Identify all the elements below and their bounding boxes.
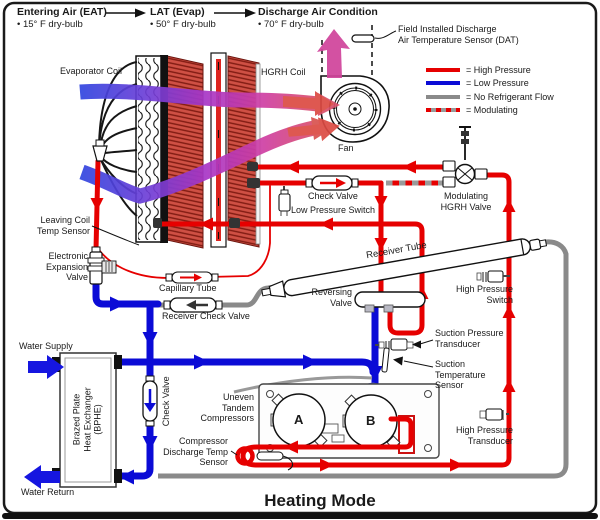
hgrh-coil-label: HGRH Coil (261, 67, 306, 77)
header-discharge-air-value: • 70° F dry-bulb (258, 19, 324, 30)
modulating-hgrh-valve-label: Modulating HGRH Valve (440, 191, 492, 212)
coil-fittings (153, 162, 260, 228)
modulating-hgrh-valve-graphic (442, 126, 488, 188)
compressor-b-letter: B (366, 413, 376, 428)
water-return-arrow (24, 465, 60, 489)
dat-sensor-graphic (351, 30, 397, 43)
header-entering-air: Entering Air (EAT) (17, 6, 107, 18)
receiver-check-valve-label: Receiver Check Valve (162, 311, 250, 321)
suction-temperature-sensor-label: Suction Temperature Sensor (435, 359, 486, 390)
low-pressure-arrows (110, 296, 383, 485)
airflow-bands (79, 29, 350, 204)
reversing-valve-label: Reversing Valve (311, 287, 352, 308)
check-valve-vertical-graphic (142, 375, 158, 427)
dat-label: Field Installed Discharge Air Temperatur… (398, 24, 519, 45)
header-lat-value: • 50° F dry-bulb (150, 19, 216, 30)
reversing-valve-graphic (354, 291, 426, 313)
header-discharge-air: Discharge Air Condition (258, 6, 378, 18)
leader-lines (91, 225, 434, 456)
water-supply-arrow (28, 355, 64, 379)
legend-low-pressure: = Low Pressure (426, 77, 554, 91)
high-pressure-transducer-graphic (479, 408, 509, 421)
discharge-air-arrow (317, 29, 350, 78)
capillary-tube-graphic (165, 271, 219, 284)
legend-swatch-high-pressure (426, 67, 460, 72)
receiver-tube-graphic (261, 238, 548, 298)
high-pressure-transducer-label: High Pressure Transducer (455, 425, 513, 446)
legend: = High Pressure = Low Pressure = No Refr… (426, 63, 554, 117)
bphe-label: Brazed Plate Heat Exchanger (BPHE) (71, 387, 103, 452)
distributor-funnel (92, 139, 108, 162)
low-pressure-switch-label: Low Pressure Switch (291, 205, 376, 215)
suction-pressure-transducer-graphic (375, 338, 414, 351)
compressor-discharge-temp-sensor-label: Compressor Discharge Temp Sensor (163, 436, 228, 467)
high-pressure-switch-label: High Pressure Switch (455, 284, 513, 305)
evaporator-coil-label: Evaporator Coil (60, 66, 123, 76)
suction-temp-pointer (393, 356, 403, 366)
check-valve-top-graphic (305, 175, 359, 191)
suction-temperature-sensor-graphic (381, 347, 390, 373)
low-pressure-switch-graphic (278, 186, 291, 216)
legend-modulating: = Modulating (426, 104, 554, 118)
high-pressure-arrows (90, 160, 516, 472)
check-valve-label: Check Valve (308, 191, 358, 201)
legend-swatch-no-flow (426, 94, 460, 99)
legend-swatch-modulating (426, 108, 460, 113)
leaving-coil-temp-sensor-label: Leaving Coil Temp Sensor (36, 215, 90, 236)
water-supply-label: Water Supply (19, 341, 73, 351)
compressor-discharge-temp-sensor-graphic (235, 446, 294, 471)
capillary-tube-label: Capillary Tube (159, 283, 217, 293)
suction-pressure-transducer-label: Suction Pressure Transducer (435, 328, 504, 349)
header-entering-air-value: • 15° F dry-bulb (17, 19, 83, 30)
check-valve-vertical-label: Check Valve (160, 376, 171, 427)
legend-swatch-low-pressure (426, 81, 460, 86)
discharge-pipe (240, 172, 512, 468)
electronic-expansion-valve-graphic (87, 246, 117, 285)
no-flow-pipes (158, 239, 569, 479)
receiver-check-valve-graphic (163, 297, 223, 313)
electronic-expansion-valve-label: Electronic Expansion Valve (45, 251, 88, 282)
suction-pressure-pointer (412, 340, 421, 349)
water-return-label: Water Return (21, 487, 75, 497)
high-pressure-switch-graphic (476, 270, 510, 283)
legend-high-pressure: = High Pressure (426, 63, 554, 77)
compressors-graphic (233, 375, 440, 459)
header-flow-arrows (106, 8, 256, 18)
compressor-a-letter: A (294, 412, 304, 427)
fan-label: Fan (338, 143, 354, 153)
diagram-title: Heating Mode (264, 491, 376, 510)
uneven-tandem-compressors-label: Uneven Tandem Compressors (200, 392, 254, 423)
header-lat: LAT (Evap) (150, 6, 205, 18)
legend-no-refrigerant-flow: = No Refrigerant Flow (426, 90, 554, 104)
